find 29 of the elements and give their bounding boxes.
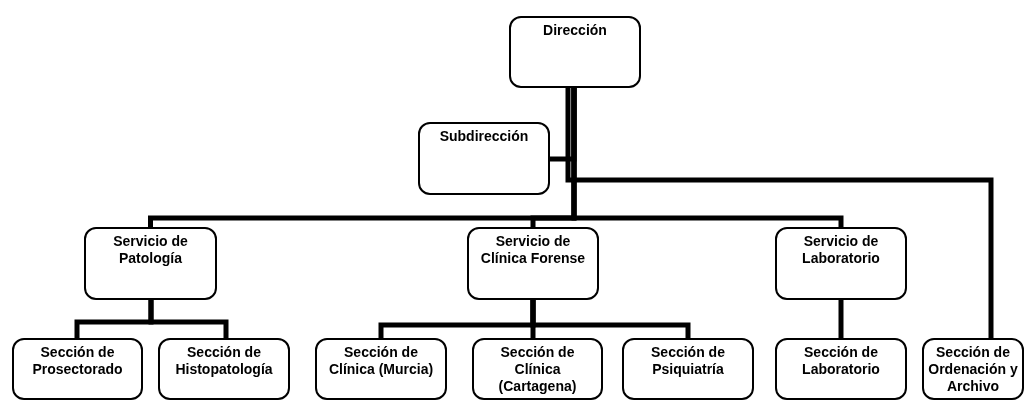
box-label: Sección de Clínica (Murcia) (327, 344, 435, 378)
box-label: Sección de Histopatología (174, 344, 274, 378)
connector-line (530, 300, 691, 338)
org-box (775, 227, 907, 300)
connector-line (571, 88, 844, 227)
org-box (12, 338, 143, 400)
box-label: Sección de Psiquiatría (650, 344, 726, 378)
box-label: Servicio de Laboratorio (801, 233, 881, 267)
connector-line (148, 300, 229, 338)
box-label: Servicio de Patología (112, 233, 189, 267)
connector-line (838, 300, 844, 338)
box-label: Subdirección (439, 128, 529, 145)
connector-line (565, 88, 994, 338)
box-label: Sección de Clínica (Cartagena) (497, 344, 578, 395)
box-label: Sección de Prosectorado (31, 344, 124, 378)
box-label: Sección de Ordenación y Archivo (928, 344, 1018, 395)
org-box (158, 338, 290, 400)
box-label: Servicio de Clínica Forense (479, 233, 587, 267)
org-box (418, 122, 550, 195)
org-box (467, 227, 599, 300)
org-box (922, 338, 1024, 400)
box-label: Sección de Laboratorio (801, 344, 881, 378)
box-label: Dirección (543, 22, 607, 39)
org-box (509, 16, 641, 88)
org-box (472, 338, 603, 400)
org-box (315, 338, 447, 400)
org-box (84, 227, 217, 300)
org-box (622, 338, 754, 400)
org-box (775, 338, 907, 400)
